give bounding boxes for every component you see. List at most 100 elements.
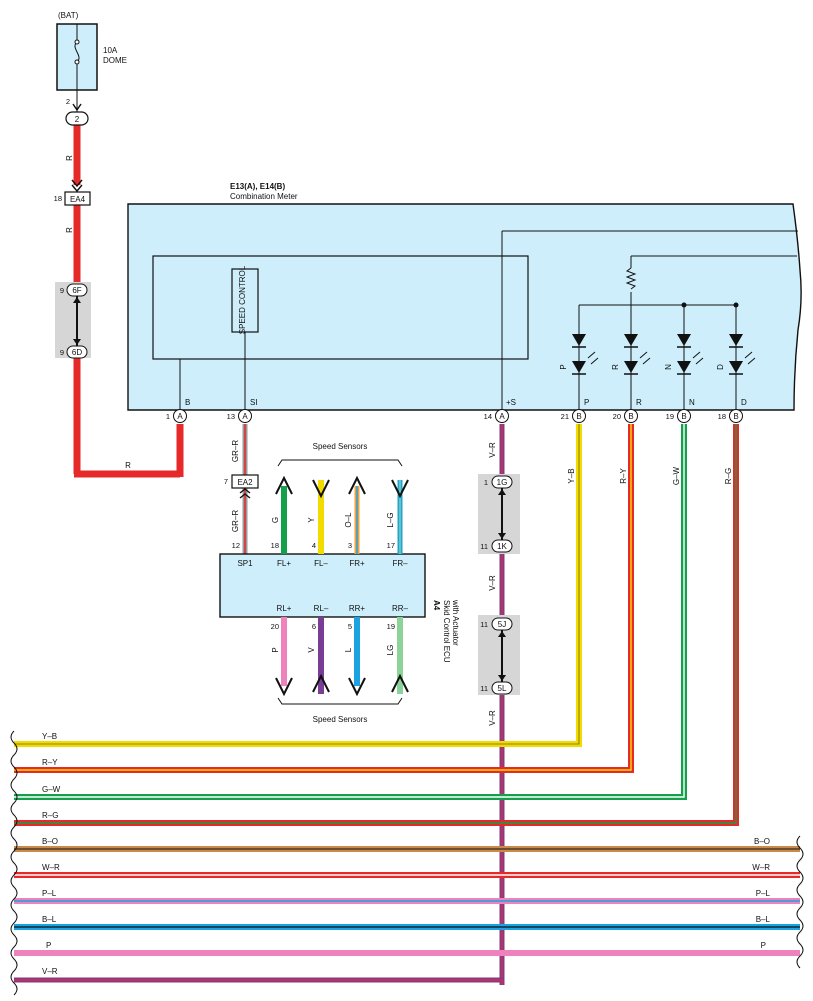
svg-text:18: 18 xyxy=(54,194,62,203)
svg-text:5L: 5L xyxy=(498,684,507,693)
svg-text:1: 1 xyxy=(166,412,170,421)
speed-control-box xyxy=(231,268,259,333)
led-icon xyxy=(624,334,651,375)
svg-text:5J: 5J xyxy=(498,620,506,629)
indicator-label-n: N xyxy=(664,364,673,370)
ecu-top-pins: 12 18 4 3 17 SP1 FL+ FL– FR+ FR– xyxy=(232,541,408,568)
rl-plus-wire xyxy=(275,617,293,697)
svg-text:6D: 6D xyxy=(72,348,82,357)
svg-text:A: A xyxy=(177,412,183,421)
svg-text:FL–: FL– xyxy=(314,559,328,568)
junction-6d: 9 6D xyxy=(60,345,88,359)
bus-labels-right: B–O W–R P–L B–L P xyxy=(752,837,770,950)
led-icon xyxy=(729,334,756,375)
meter-name: Combination Meter xyxy=(230,192,298,201)
wire-label-g: G xyxy=(271,517,280,523)
wire-label-y: Y xyxy=(307,517,316,523)
svg-text:G–W: G–W xyxy=(42,785,61,794)
svg-text:RR+: RR+ xyxy=(349,604,366,613)
n-wire xyxy=(14,424,687,800)
svg-text:20: 20 xyxy=(613,412,621,421)
led-icon xyxy=(572,334,599,375)
svg-text:2: 2 xyxy=(66,97,70,106)
svg-text:12: 12 xyxy=(232,541,240,550)
fr-plus-wire xyxy=(348,475,366,554)
meter-pin-name: P xyxy=(584,398,589,407)
meter-pin-name: SI xyxy=(250,398,258,407)
svg-text:B: B xyxy=(733,412,738,421)
svg-text:RL–: RL– xyxy=(314,604,329,613)
svg-text:EA2: EA2 xyxy=(237,478,253,487)
wire-label-l: L xyxy=(344,647,353,652)
junction-6f: 9 6F xyxy=(60,283,88,297)
wire-label-bat-2: R xyxy=(65,227,74,233)
svg-text:9: 9 xyxy=(60,348,64,357)
svg-text:3: 3 xyxy=(348,541,352,550)
bracket-bottom xyxy=(277,697,403,705)
rr-minus-wire xyxy=(391,617,409,694)
svg-text:19: 19 xyxy=(666,412,674,421)
svg-text:V–R: V–R xyxy=(42,967,58,976)
svg-text:19: 19 xyxy=(387,622,395,631)
junction-5l: 11 5L xyxy=(480,681,513,695)
svg-text:1G: 1G xyxy=(497,478,508,487)
svg-text:RR–: RR– xyxy=(392,604,409,613)
fuse-icon xyxy=(74,24,80,90)
svg-text:RL+: RL+ xyxy=(277,604,292,613)
rr-plus-wire xyxy=(348,617,366,697)
svg-text:P–L: P–L xyxy=(756,889,771,898)
wire-label-v: V xyxy=(307,647,316,653)
svg-text:A: A xyxy=(242,412,248,421)
svg-text:1: 1 xyxy=(484,478,488,487)
svg-text:W–R: W–R xyxy=(42,863,60,872)
svg-text:B: B xyxy=(681,412,686,421)
svg-text:B–O: B–O xyxy=(42,837,58,846)
svg-text:EA4: EA4 xyxy=(70,195,86,204)
fl-plus-wire xyxy=(275,475,293,554)
junction-1g: 1 1G xyxy=(484,475,513,489)
svg-text:B–L: B–L xyxy=(756,915,771,924)
wire-label-si-2: GR–R xyxy=(231,510,240,532)
svg-text:9: 9 xyxy=(60,286,64,295)
svg-text:14: 14 xyxy=(484,412,492,421)
svg-text:FR+: FR+ xyxy=(349,559,365,568)
power-source-label: (BAT) xyxy=(58,11,79,20)
speed-sensors-top-label: Speed Sensors xyxy=(313,442,368,451)
svg-text:21: 21 xyxy=(561,412,569,421)
bus-labels-left: Y–B R–Y G–W R–G B–O W–R P–L B–L P V–R xyxy=(42,732,61,976)
r-wire xyxy=(14,424,634,773)
svg-text:6: 6 xyxy=(312,622,316,631)
speed-control-label: SPEED CONTROL xyxy=(238,265,247,334)
wire-label-s-2: V–R xyxy=(488,575,497,591)
svg-text:B: B xyxy=(628,412,633,421)
svg-text:SP1: SP1 xyxy=(237,559,253,568)
svg-text:R–G: R–G xyxy=(42,811,58,820)
svg-text:B–O: B–O xyxy=(754,837,770,846)
wire-label-o-l: O–L xyxy=(344,512,353,528)
svg-text:1K: 1K xyxy=(497,542,507,551)
wire-label-p: Y–B xyxy=(567,468,576,483)
svg-text:P–L: P–L xyxy=(42,889,57,898)
svg-text:11: 11 xyxy=(480,542,488,551)
wire-label-s-1: V–R xyxy=(488,442,497,458)
fuse-name: DOME xyxy=(103,56,127,65)
junction-5j: 11 5J xyxy=(480,617,513,631)
bracket-top xyxy=(277,459,403,467)
svg-text:18: 18 xyxy=(271,541,279,550)
svg-text:11: 11 xyxy=(480,684,488,693)
speed-sensors-bottom-label: Speed Sensors xyxy=(313,715,368,724)
combination-meter xyxy=(127,203,802,411)
svg-text:B: B xyxy=(576,412,581,421)
wire-label-bat-3: R xyxy=(125,461,131,470)
svg-text:2: 2 xyxy=(75,115,80,124)
meter-internal-lines xyxy=(179,230,798,410)
connector-ea4: 18 EA4 xyxy=(54,179,91,206)
svg-text:13: 13 xyxy=(227,412,235,421)
meter-pin-name: R xyxy=(636,398,642,407)
bat-wire xyxy=(73,125,184,478)
meter-pin-name: D xyxy=(741,398,747,407)
svg-text:17: 17 xyxy=(387,541,395,550)
svg-text:FR–: FR– xyxy=(392,559,408,568)
svg-text:Y–B: Y–B xyxy=(42,732,57,741)
ecu-bottom-pins: RL+ RL– RR+ RR– 20 6 5 19 xyxy=(271,604,409,631)
